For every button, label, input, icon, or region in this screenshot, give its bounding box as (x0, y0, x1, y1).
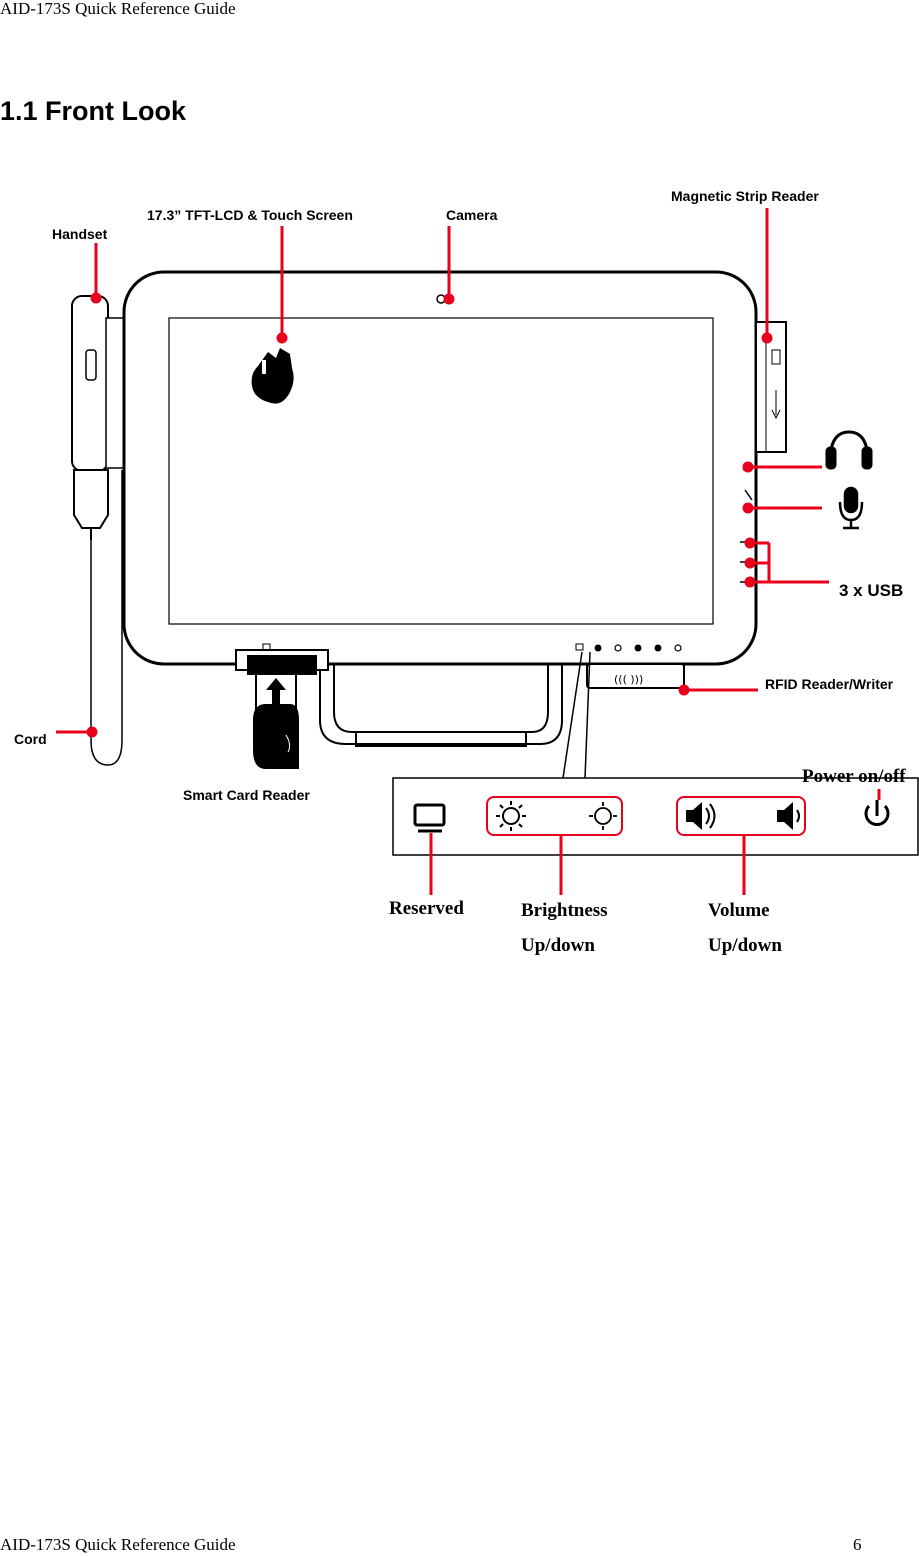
monitor-icon (413, 803, 446, 833)
smart-card-reader (235, 649, 329, 769)
page-number: 6 (853, 1535, 862, 1554)
page-footer: AID-173S Quick Reference Guide (0, 1535, 236, 1554)
label-volume-updown: Up/down (708, 935, 782, 956)
label-rfid: RFID Reader/Writer (765, 676, 894, 692)
callouts (56, 208, 881, 895)
label-camera: Camera (446, 207, 498, 223)
front-look-diagram: ((( ))) (56, 208, 919, 895)
label-brightness-updown: Up/down (521, 935, 595, 956)
power-icon (864, 800, 890, 826)
msr-device (755, 321, 787, 453)
volume-down-icon (777, 802, 800, 830)
label-cord: Cord (14, 731, 47, 747)
label-power: Power on/off (802, 766, 906, 787)
stand (319, 664, 563, 747)
volume-up-icon (686, 802, 716, 830)
label-usb: 3 x USB (839, 581, 904, 600)
handset-device (71, 295, 127, 766)
section-title: 1.1 Front Look (0, 96, 187, 126)
rfid-device: ((( ))) (585, 663, 686, 689)
button-panel-zoom (392, 777, 919, 856)
label-brightness: Brightness (521, 900, 608, 921)
label-volume: Volume (708, 900, 770, 921)
svg-text:((( ))): ((( ))) (614, 673, 643, 686)
label-screen: 17.3” TFT-LCD & Touch Screen (147, 207, 353, 223)
page-header: AID-173S Quick Reference Guide (0, 0, 236, 18)
headphone-icon (825, 430, 873, 470)
touch-hand-icon (251, 348, 294, 404)
microphone-icon (838, 486, 864, 530)
brightness-down-icon (589, 802, 617, 830)
label-handset: Handset (52, 226, 108, 242)
brightness-up-icon (496, 801, 526, 831)
label-smart-card: Smart Card Reader (183, 787, 310, 803)
tablet-body (122, 270, 758, 666)
label-msr: Magnetic Strip Reader (671, 188, 819, 204)
label-reserved: Reserved (389, 898, 464, 919)
